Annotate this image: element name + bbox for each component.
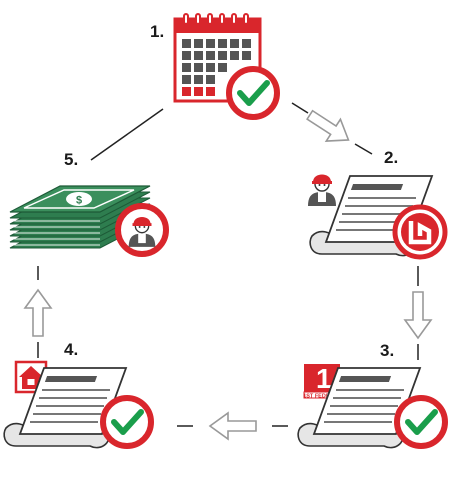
dollar-sign-icon: $ (76, 195, 82, 207)
arrow-down-icon (403, 291, 433, 340)
checkmark-icon (103, 398, 151, 446)
connector-line (354, 143, 373, 155)
arrow-left-icon (208, 411, 257, 441)
arrow-up-icon (23, 288, 53, 337)
svg-text:1: 1 (316, 363, 332, 394)
contractor-badge-icon (115, 203, 169, 257)
contractor-worker-icon (307, 173, 337, 207)
step-label: 4. (64, 340, 78, 359)
step-label: 2. (384, 148, 398, 167)
flow-arrows (23, 109, 433, 441)
step-label: 1. (150, 22, 164, 41)
step-label: 3. (380, 341, 394, 360)
cash-stack-icon: $ (9, 185, 151, 249)
connectors (37, 102, 419, 427)
bank-logo-text: 1ST FEDERAL (303, 394, 341, 400)
step-label: 5. (64, 150, 78, 169)
arrow-right-icon (306, 109, 350, 142)
checkmark-icon (397, 398, 445, 446)
connector-line (90, 108, 164, 161)
connector-line (291, 102, 309, 114)
builder-logo-icon (392, 204, 448, 260)
checkmark-icon (229, 69, 277, 117)
calendar-icon (173, 13, 262, 103)
